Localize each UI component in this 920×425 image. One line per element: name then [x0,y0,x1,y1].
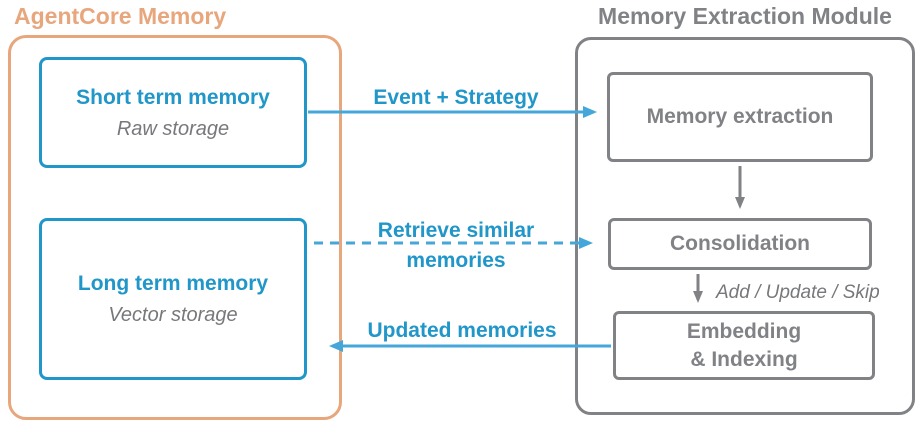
retrieve-similar-memories-label: Retrieve similar memories [331,218,581,274]
memory-extraction-module-title: Memory Extraction Module [598,3,892,29]
retrieve-similar-memories-label-line1: Retrieve similar [377,219,535,242]
memory-extraction-module-container [575,37,915,415]
updated-memories-label: Updated memories [367,319,557,342]
consolidation-label: Consolidation [670,232,810,255]
agentcore-memory-container [8,35,342,420]
embedding-indexing-label-line1: Embedding [686,319,802,343]
short-term-memory-label: Short term memory [76,85,270,109]
event-strategy-label: Event + Strategy [373,86,539,109]
add-update-skip-note: Add / Update / Skip [716,282,880,303]
long-term-memory-box: Long term memory Vector storage [39,218,307,380]
retrieve-similar-memories-label-line2: memories [406,249,506,272]
short-term-memory-subtitle: Raw storage [116,117,230,140]
embedding-indexing-box: Embedding & Indexing [613,311,875,380]
memory-extraction-label: Memory extraction [646,105,834,128]
long-term-memory-label: Long term memory [77,272,269,295]
long-term-memory-subtitle: Vector storage [108,304,238,326]
embedding-indexing-label-line2: & Indexing [690,347,798,371]
short-term-memory-box: Short term memory Raw storage [39,57,307,168]
consolidation-box: Consolidation [608,218,872,270]
agentcore-memory-title: AgentCore Memory [14,3,227,29]
memory-extraction-box: Memory extraction [607,72,873,162]
